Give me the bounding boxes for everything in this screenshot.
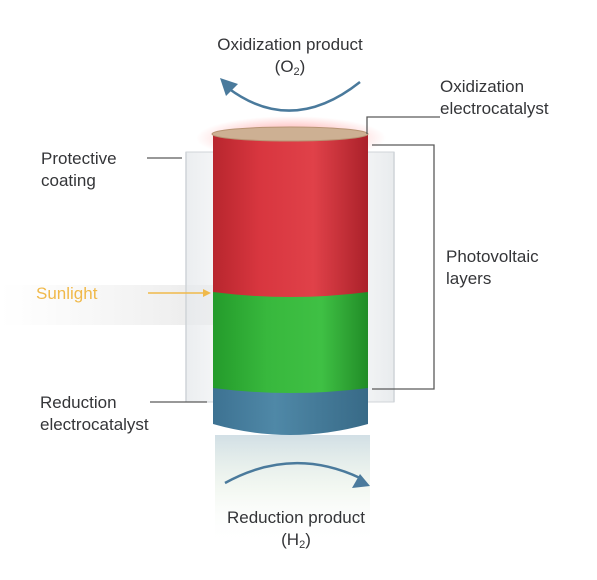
- sunlight-arrowhead: [203, 289, 211, 297]
- oxidization-arrow: [227, 81, 361, 112]
- reduction-electrocatalyst-label: Reduction electrocatalyst: [40, 393, 149, 434]
- oxidization-arrowhead: [220, 78, 238, 96]
- photovoltaic-layers-label: Photovoltaic layers: [446, 247, 539, 288]
- oxidization-electrocatalyst-leader: [366, 116, 440, 134]
- photovoltaic-layer-red: [213, 134, 368, 297]
- reduction-product-formula: (H2): [281, 530, 311, 551]
- reduction-product-line1: Reduction product: [227, 508, 365, 527]
- oxidization-electrocatalyst-disc: [211, 126, 369, 142]
- photovoltaic-layer-green: [213, 292, 368, 393]
- reduction-arrow: [224, 461, 361, 485]
- protective-coating-label: Protective coating: [41, 149, 117, 190]
- oxidization-electrocatalyst-label: Oxidization electrocatalyst: [440, 77, 549, 118]
- oxidization-product-line1: Oxidization product: [217, 35, 363, 54]
- reduction-electrocatalyst-layer: [213, 388, 368, 435]
- reduction-arrowhead: [352, 474, 370, 488]
- reduction-product-label: Reduction product (H2): [196, 507, 396, 556]
- light-beam: [0, 285, 215, 325]
- floor-reflection: [215, 435, 370, 545]
- oxidization-product-formula: (O2): [274, 57, 306, 78]
- sunlight-label: Sunlight: [36, 284, 98, 303]
- oxidization-product-label: Oxidization product (O2): [190, 34, 390, 83]
- photovoltaic-layers-bracket: [372, 144, 435, 390]
